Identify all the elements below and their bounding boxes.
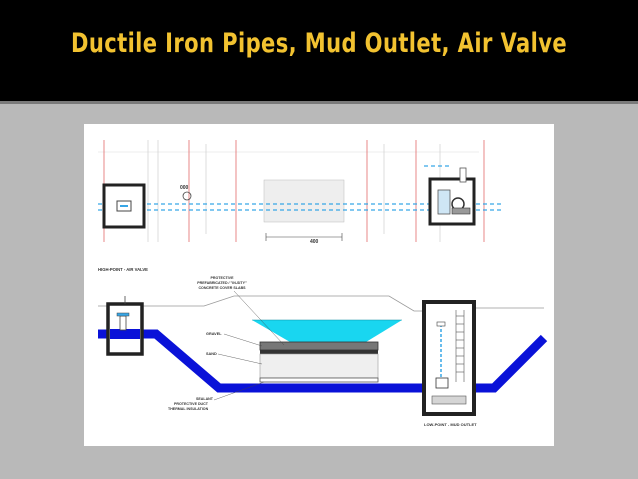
sand-layer — [259, 353, 379, 379]
mud-outlet-valve-icon — [435, 377, 449, 389]
valve-tag-label: 000 — [180, 185, 189, 191]
cover-slabs-label-2: PREFABRICATED / "IN-SITY" — [197, 281, 247, 285]
mud-outlet-chamber-section — [422, 300, 476, 416]
title-divider — [0, 101, 638, 104]
ductile-iron-pipe — [98, 329, 548, 393]
gravel-layer — [259, 341, 379, 351]
plan-shaded-area — [263, 179, 345, 223]
engineering-drawing: 000 400 — [84, 124, 554, 446]
ground-line — [98, 295, 424, 312]
ladder — [455, 310, 465, 382]
plan-grid-lines — [103, 140, 485, 242]
drawing-canvas: 000 400 — [98, 140, 548, 427]
section-view: HIGH-POINT - AIR VALVE PROTECTIVE PREFAB… — [98, 267, 548, 427]
protective-duct — [259, 377, 379, 383]
high-point-label: HIGH-POINT - AIR VALVE — [98, 267, 148, 272]
gravel-label: GRAVEL — [206, 332, 222, 336]
dimension-label: 400 — [310, 239, 319, 245]
thermal-insulation-label: THERMAL INSULATION — [168, 407, 209, 411]
sand-label: SAND — [206, 352, 217, 356]
air-valve-icon — [119, 315, 127, 331]
plan-dimension — [265, 233, 343, 241]
plan-view: 000 400 — [98, 140, 504, 245]
cover-slab — [260, 350, 378, 354]
valve-tag-marker — [182, 191, 192, 201]
low-point-label: LOW-POINT - MUD OUTLET — [424, 422, 477, 427]
cover-slabs-label-3: CONCRETE COVER SLABS — [198, 286, 246, 290]
sealant-label: SEALANT — [196, 397, 214, 401]
mud-outlet-chamber-plan — [428, 177, 476, 226]
protective-duct-label: PROTECTIVE DUCT — [174, 402, 209, 406]
water-body — [252, 320, 402, 342]
slide-title: Ductile Iron Pipes, Mud Outlet, Air Valv… — [70, 28, 568, 59]
title-bar: Ductile Iron Pipes, Mud Outlet, Air Valv… — [0, 0, 638, 101]
cover-slabs-label-1: PROTECTIVE — [211, 276, 235, 280]
